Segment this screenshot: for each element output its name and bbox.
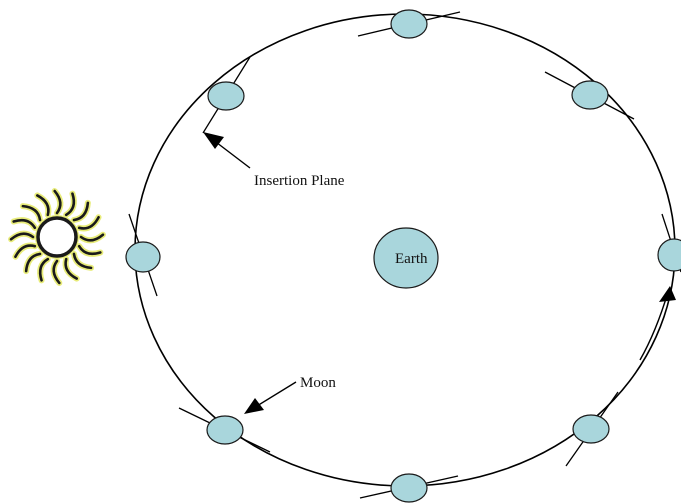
moon-label: Moon [300, 375, 336, 391]
sun-ray [35, 194, 50, 217]
earth: Earth [373, 227, 439, 289]
insertion-plane-arrowhead [203, 132, 224, 149]
sun-ray [21, 204, 42, 222]
sun-icon [8, 188, 106, 286]
earth-label: Earth [395, 251, 428, 267]
sun-ray [9, 232, 35, 241]
insertion-plane-label: Insertion Plane [254, 173, 345, 189]
moon-left [125, 213, 161, 297]
sun-ray [79, 233, 105, 242]
moon-top [357, 9, 461, 39]
moon-upper-left [202, 56, 251, 134]
sun-ray [52, 259, 61, 285]
moon-right [657, 213, 681, 273]
moon-arrowhead [244, 398, 264, 414]
moon-lower-right [565, 391, 619, 467]
moon-bottom [359, 473, 459, 503]
sun-ray [24, 252, 42, 273]
sun-ray [38, 257, 50, 282]
orbit-direction-arrowhead [659, 286, 676, 302]
orbit-direction-arrow [639, 291, 669, 361]
moon-lower-left [178, 407, 271, 453]
sun-ray [64, 257, 79, 280]
sun-ray [53, 189, 62, 215]
sun-ray [14, 244, 37, 259]
sun-ray [12, 218, 37, 230]
sun-ray [72, 201, 90, 222]
sun-ray [77, 215, 100, 230]
sun-ray [77, 244, 102, 256]
sun-ray [72, 252, 93, 270]
moon-upper-right [544, 71, 635, 120]
sun-ray [64, 192, 76, 217]
